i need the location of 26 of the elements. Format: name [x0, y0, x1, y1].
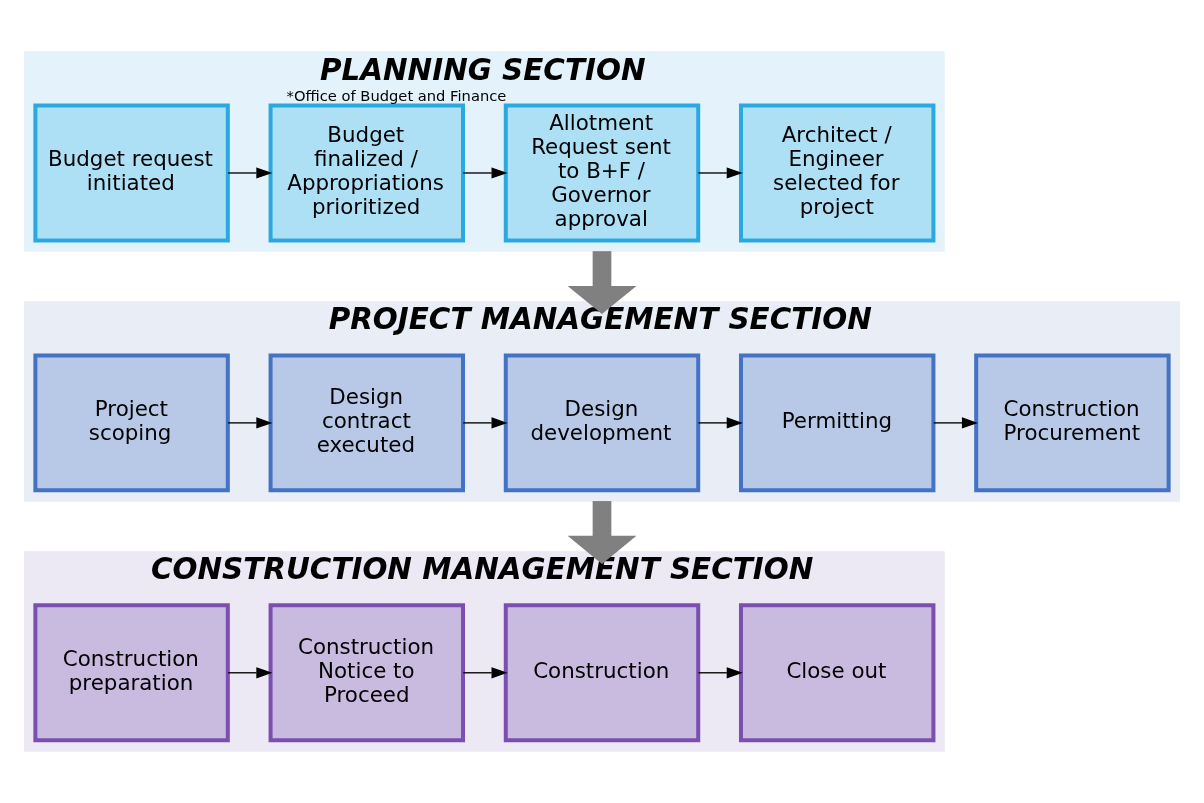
node-box: Project scoping	[33, 353, 230, 493]
node-box: Architect / Engineer selected for project	[738, 103, 936, 243]
arrow	[227, 417, 273, 429]
arrow	[697, 167, 743, 179]
node-box: Budget request initiated	[33, 103, 230, 243]
arrow	[697, 417, 743, 429]
arrow	[462, 667, 508, 679]
arrow	[567, 501, 637, 564]
node-box: Design development	[503, 353, 701, 493]
arrow	[462, 167, 508, 179]
node-box: Construction	[503, 603, 701, 743]
node-box: Budget finalized / Appropriations prioritized	[268, 103, 466, 243]
arrow	[933, 417, 978, 429]
arrow	[462, 417, 508, 429]
node-box: Allotment Request sent to B+F / Governor approval	[503, 103, 701, 243]
arrow	[227, 667, 273, 679]
node-box: Construction Notice to Proceed	[268, 603, 466, 743]
arrow	[227, 167, 273, 179]
node-box: Close out	[738, 603, 936, 743]
node-box: Design contract executed	[268, 353, 466, 493]
node-box: Construction preparation	[33, 603, 230, 743]
node-box: Construction Procurement	[974, 353, 1171, 493]
node-label: *Office of Budget and Finance	[286, 87, 507, 105]
node-box: Permitting	[738, 353, 936, 493]
arrow	[567, 251, 637, 314]
arrow	[697, 667, 743, 679]
